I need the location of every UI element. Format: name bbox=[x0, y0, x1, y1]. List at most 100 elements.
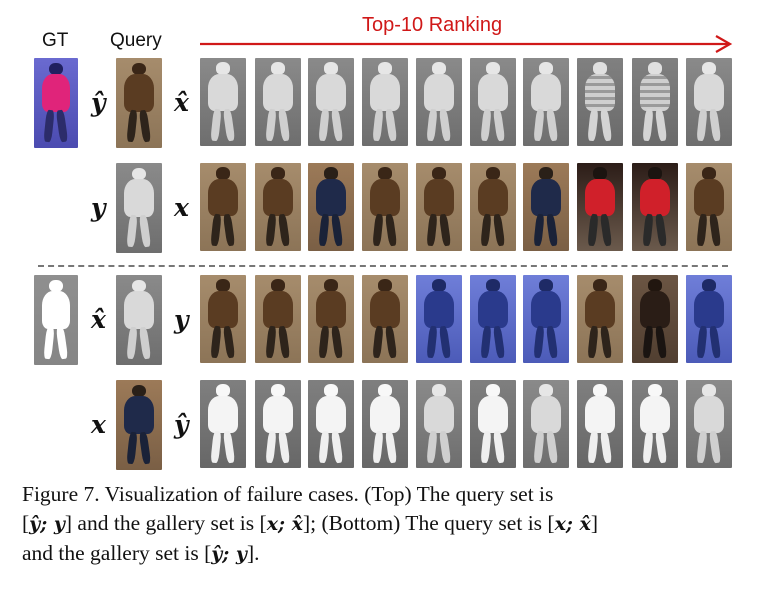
person-head bbox=[215, 384, 231, 397]
person-head bbox=[701, 384, 717, 397]
ranked-image bbox=[632, 380, 678, 468]
person-head bbox=[485, 279, 501, 292]
person-leg bbox=[599, 213, 613, 247]
person-leg bbox=[426, 108, 438, 142]
ranked-image bbox=[362, 163, 408, 251]
person-head bbox=[647, 384, 663, 397]
person-leg bbox=[533, 325, 545, 359]
person-torso bbox=[694, 178, 724, 216]
gt-image bbox=[34, 275, 78, 365]
person-leg bbox=[372, 430, 384, 464]
query-set-symbol: x bbox=[91, 410, 106, 439]
person-head bbox=[431, 62, 447, 75]
person-leg bbox=[533, 213, 545, 247]
section-divider bbox=[38, 265, 728, 267]
person-torso bbox=[694, 290, 724, 328]
person-leg bbox=[654, 325, 668, 359]
person-torso bbox=[263, 178, 293, 216]
person-torso bbox=[208, 73, 238, 111]
person-torso bbox=[316, 178, 346, 216]
person-head bbox=[131, 279, 147, 293]
gallery-set-symbol: y bbox=[174, 305, 189, 334]
person-torso bbox=[531, 395, 561, 433]
person-leg bbox=[318, 430, 330, 464]
ranked-image bbox=[523, 58, 569, 146]
person-leg bbox=[372, 213, 384, 247]
person-leg bbox=[654, 213, 668, 247]
caption-math: x; x̂ bbox=[554, 513, 591, 535]
ranked-image bbox=[308, 380, 354, 468]
ranked-image bbox=[523, 275, 569, 363]
person-torso bbox=[424, 73, 454, 111]
person-torso bbox=[478, 178, 508, 216]
person-torso bbox=[316, 395, 346, 433]
person-leg bbox=[318, 213, 330, 247]
ranked-image bbox=[632, 58, 678, 146]
person-head bbox=[701, 167, 717, 180]
ranked-image bbox=[470, 275, 516, 363]
person-leg bbox=[372, 325, 384, 359]
person-leg bbox=[480, 430, 492, 464]
person-leg bbox=[277, 430, 291, 464]
ranked-image bbox=[255, 380, 301, 468]
person-leg bbox=[126, 214, 138, 248]
person-leg bbox=[210, 213, 222, 247]
ranked-image bbox=[416, 275, 462, 363]
gallery-set-symbol: ŷ bbox=[174, 410, 189, 439]
person-leg bbox=[545, 213, 559, 247]
person-leg bbox=[138, 326, 152, 360]
query-image bbox=[116, 58, 162, 148]
ranked-image bbox=[686, 163, 732, 251]
person-head bbox=[215, 167, 231, 180]
person-torso bbox=[316, 290, 346, 328]
person-leg bbox=[492, 325, 506, 359]
person-torso bbox=[316, 73, 346, 111]
person-head bbox=[701, 279, 717, 292]
caption-text: and the gallery set is [ bbox=[22, 541, 212, 565]
person-leg bbox=[438, 430, 452, 464]
ranked-image bbox=[200, 380, 246, 468]
person-leg bbox=[318, 325, 330, 359]
person-leg bbox=[265, 325, 277, 359]
ranked-image bbox=[255, 58, 301, 146]
person-torso bbox=[478, 395, 508, 433]
person-leg bbox=[126, 326, 138, 360]
person-torso bbox=[124, 179, 154, 217]
person-torso bbox=[370, 178, 400, 216]
ranked-image bbox=[577, 380, 623, 468]
person-leg bbox=[222, 430, 236, 464]
person-head bbox=[538, 62, 554, 75]
person-leg bbox=[696, 213, 708, 247]
person-leg bbox=[384, 430, 398, 464]
person-head bbox=[647, 279, 663, 292]
person-torso bbox=[585, 395, 615, 433]
person-leg bbox=[330, 325, 344, 359]
query-set-symbol: x̂ bbox=[91, 305, 106, 334]
person-torso bbox=[640, 395, 670, 433]
person-leg bbox=[587, 430, 599, 464]
person-leg bbox=[265, 108, 277, 142]
person-head bbox=[485, 62, 501, 75]
ranked-image bbox=[523, 380, 569, 468]
person-leg bbox=[210, 325, 222, 359]
caption-line-3: and the gallery set is [ŷ; y]. bbox=[22, 539, 752, 569]
person-leg bbox=[642, 108, 654, 142]
person-leg bbox=[210, 430, 222, 464]
person-torso bbox=[640, 290, 670, 328]
query-image bbox=[116, 380, 162, 470]
person-torso bbox=[41, 74, 71, 112]
person-leg bbox=[330, 108, 344, 142]
person-leg bbox=[599, 430, 613, 464]
ranked-image bbox=[255, 275, 301, 363]
person-head bbox=[485, 384, 501, 397]
person-leg bbox=[372, 108, 384, 142]
person-head bbox=[215, 62, 231, 75]
person-leg bbox=[138, 109, 152, 143]
person-torso bbox=[531, 73, 561, 111]
caption-line-1: Figure 7. Visualization of failure cases… bbox=[22, 482, 554, 506]
person-head bbox=[323, 167, 339, 180]
caption-text: ]. bbox=[246, 541, 260, 565]
gallery-set-symbol: x̂ bbox=[174, 88, 189, 117]
person-leg bbox=[480, 108, 492, 142]
person-torso bbox=[585, 290, 615, 328]
